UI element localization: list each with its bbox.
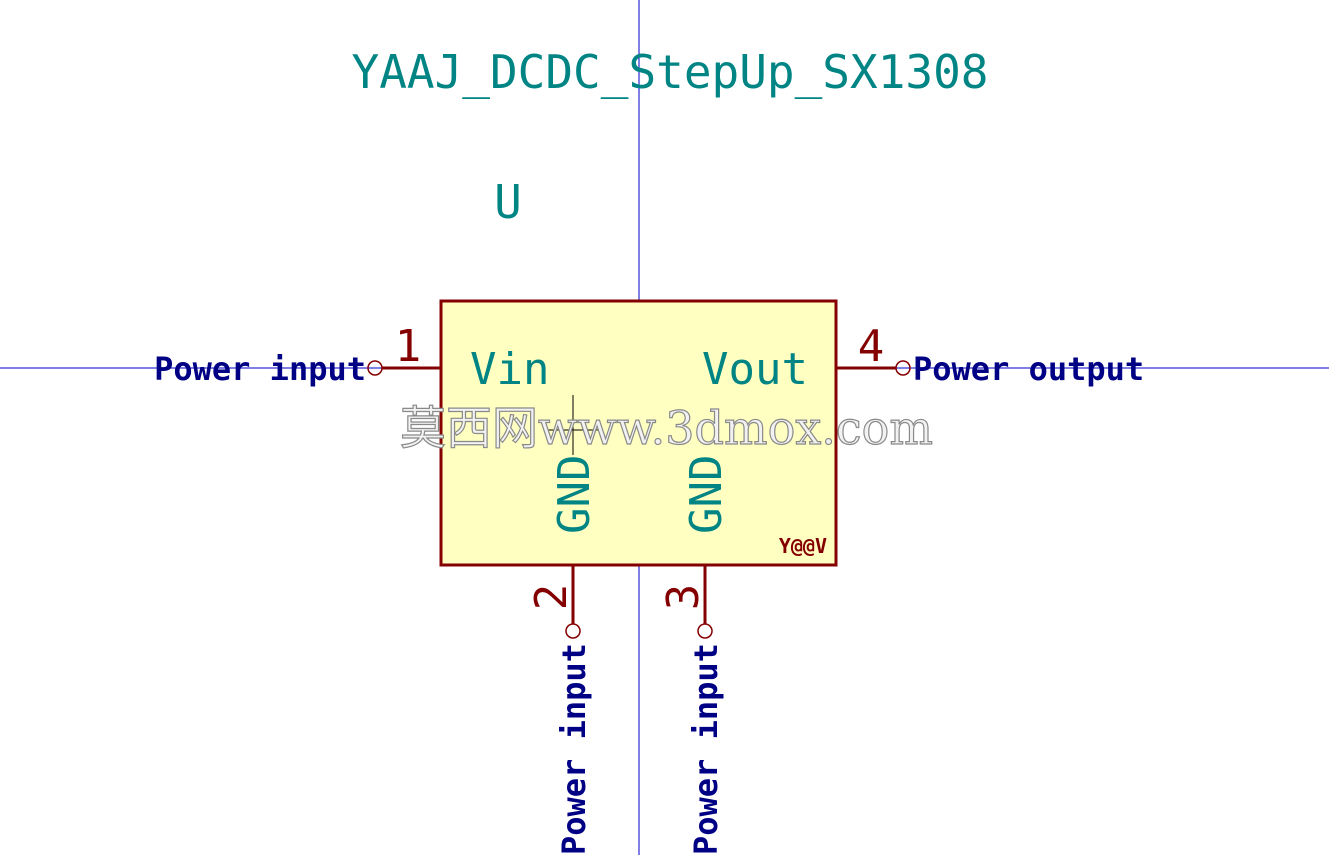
symbol-value-field[interactable]: YAAJ_DCDC_StepUp_SX1308 [352,45,989,99]
pin-2-name: GND [549,455,600,534]
pin-3-type: Power input [687,643,725,855]
pin-3[interactable]: 3 GND Power input [658,455,732,855]
pin-4[interactable]: 4 Vout Power output [702,321,1144,395]
pin-2-connection-point[interactable] [565,623,581,639]
pin-1-number: 1 [395,321,422,372]
pin-1-name: Vin [470,344,549,395]
pin-2[interactable]: 2 GND Power input [526,455,600,855]
pin-3-connection-point[interactable] [697,623,713,639]
pin-1[interactable]: 1 Vin Power input [154,321,549,395]
symbol-body[interactable] [439,299,838,567]
pin-1-connection-point[interactable] [367,360,383,376]
pin-2-number: 2 [526,584,577,611]
pin-3-number: 3 [658,584,709,611]
pin-1-type: Power input [154,350,366,388]
pin-4-connection-point[interactable] [895,360,911,376]
brand-mark: Y@@V [779,534,827,558]
pin-4-type: Power output [913,350,1144,388]
pin-3-name: GND [681,455,732,534]
pin-2-type: Power input [555,643,593,855]
pin-4-number: 4 [858,321,885,372]
watermark: 莫西网www.3dmox.com [400,401,933,455]
symbol-reference-field[interactable]: U [494,175,522,229]
pin-4-name: Vout [702,344,808,395]
